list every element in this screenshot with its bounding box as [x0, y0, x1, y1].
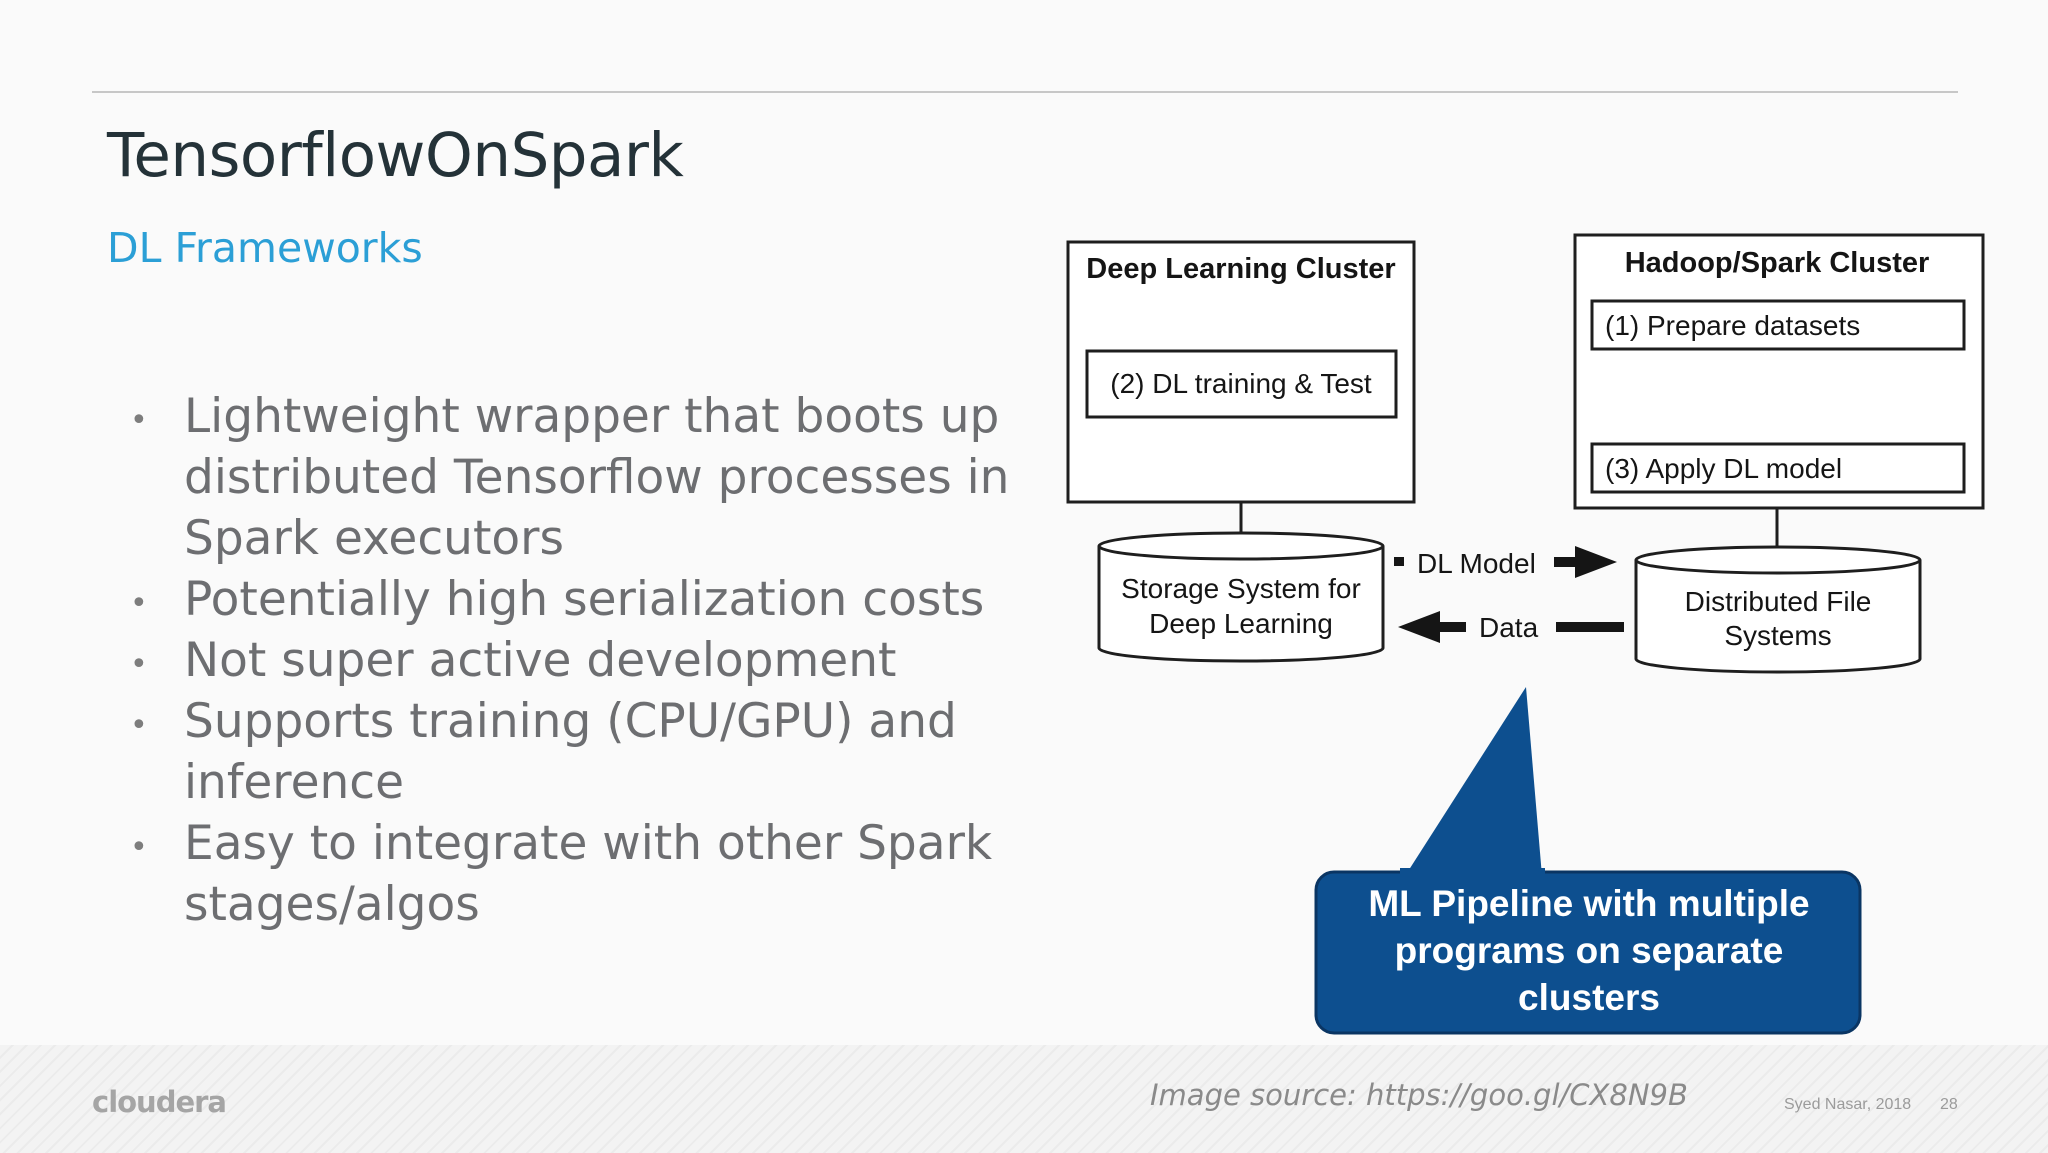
- bullet-item: Potentially high serialization costs: [130, 569, 1030, 634]
- bullet-item: Easy to integrate with other Spark stage…: [130, 813, 1030, 935]
- storage-right-line1: Distributed File: [1685, 586, 1872, 617]
- data-arrow-label: Data: [1479, 612, 1539, 643]
- prepare-datasets-box: [1590, 299, 1966, 351]
- data-arrow-tail: [1556, 622, 1624, 632]
- bullet-list: Lightweight wrapper that boots up distri…: [130, 386, 1030, 935]
- dl-training-label: (2) DL training & Test: [1110, 368, 1372, 399]
- callout-text: ML Pipeline with multiple programs on se…: [1368, 883, 1810, 1018]
- storage-right-cylinder: [1634, 545, 1922, 674]
- dl-training-box: [1085, 349, 1398, 419]
- bullet-item: Not super active development: [130, 630, 1030, 695]
- apply-model-box: [1590, 442, 1966, 494]
- image-source-caption: Image source: https://goo.gl/CX8N9B: [1150, 1078, 1688, 1112]
- dl-cluster-label: Deep Learning Cluster: [1086, 253, 1395, 285]
- bullet-item: Supports training (CPU/GPU) and inferenc…: [130, 691, 1030, 813]
- footer-band: [0, 1045, 2048, 1153]
- dl-model-arrow-label: DL Model: [1417, 548, 1536, 579]
- data-arrow-head: [1398, 611, 1466, 643]
- dl-model-arrow-tail: [1394, 557, 1404, 566]
- page-number: 28: [1940, 1096, 1958, 1113]
- slide-subtitle: DL Frameworks: [107, 224, 423, 272]
- apply-model-label: (3) Apply DL model: [1605, 453, 1842, 484]
- callout-bubble: [1314, 687, 1862, 1035]
- hadoop-cluster-label: Hadoop/Spark Cluster: [1625, 247, 1930, 279]
- bullet-item: Lightweight wrapper that boots up distri…: [130, 386, 1030, 569]
- storage-left-line1: Storage System for: [1121, 573, 1361, 604]
- header-rule: [92, 91, 1958, 93]
- storage-left-cylinder: [1097, 531, 1385, 663]
- prepare-datasets-label: (1) Prepare datasets: [1605, 310, 1860, 341]
- author-credit: Syed Nasar, 2018: [1784, 1096, 1912, 1113]
- cloudera-logo: cloudera: [92, 1085, 227, 1119]
- slide-title: TensorflowOnSpark: [107, 120, 684, 191]
- storage-left-line2: Deep Learning: [1149, 608, 1333, 639]
- storage-right-line2: Systems: [1724, 620, 1831, 651]
- dl-model-arrow-head: [1554, 546, 1617, 578]
